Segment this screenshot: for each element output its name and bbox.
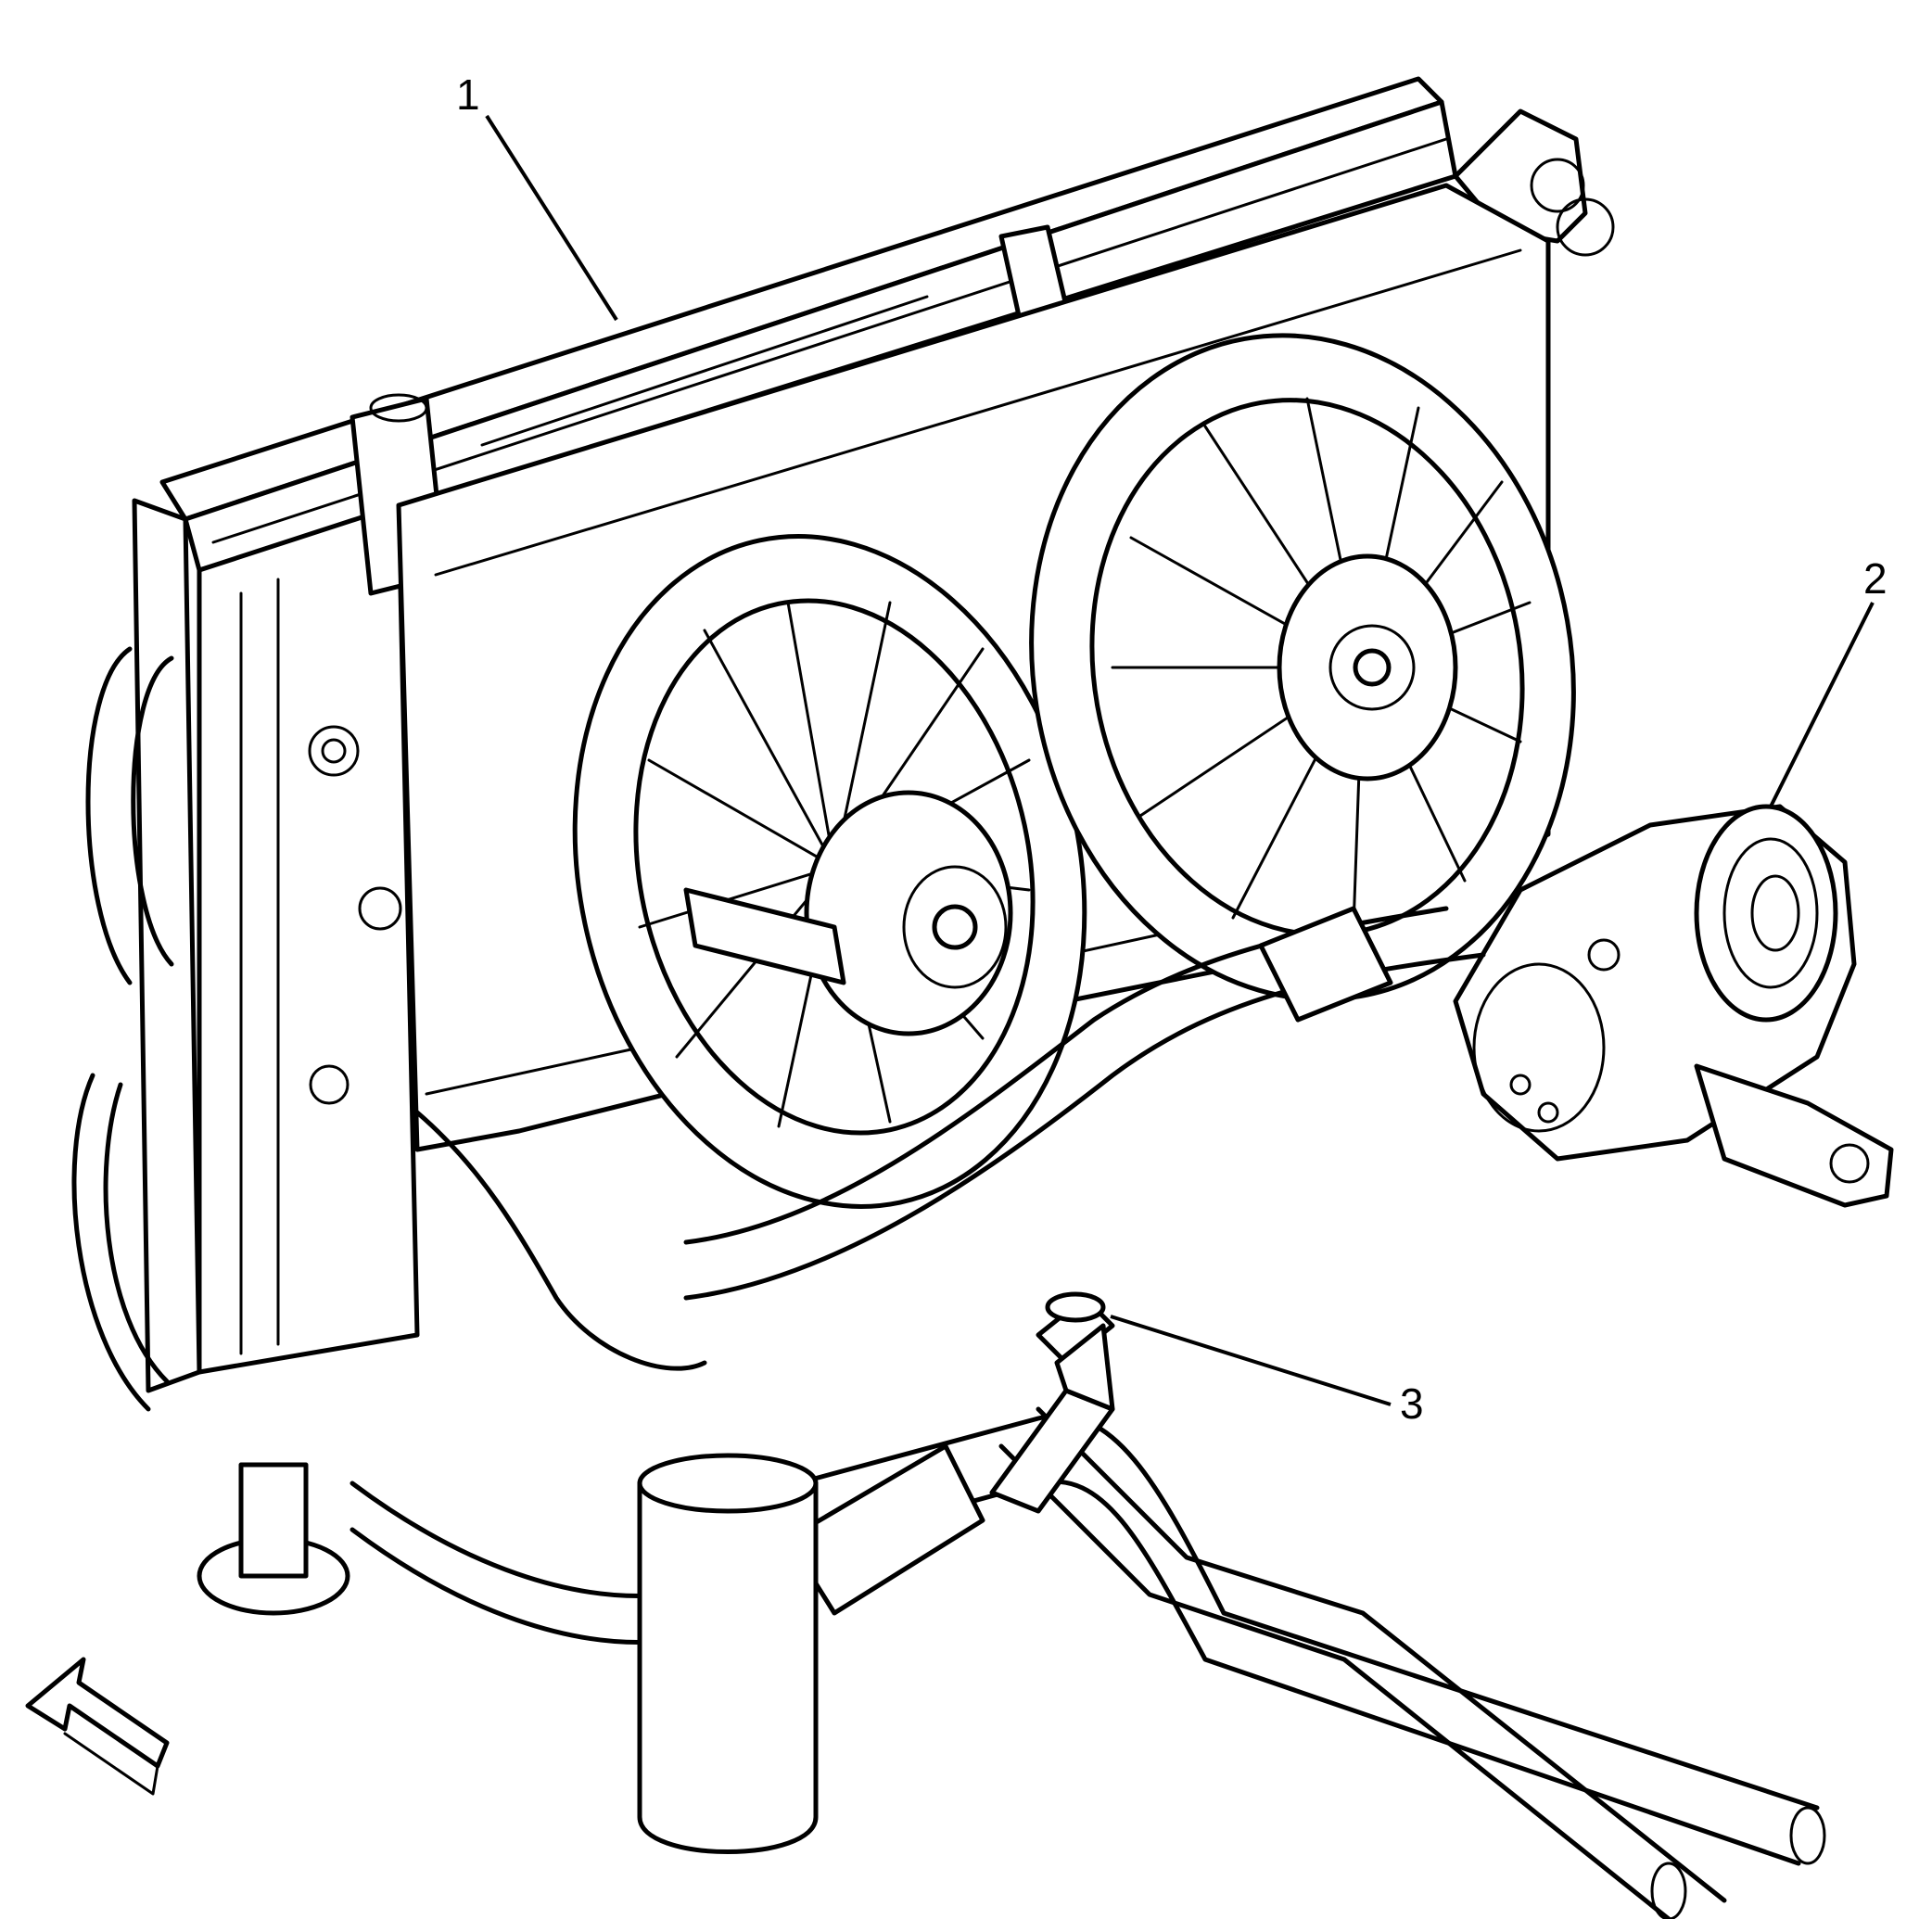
ac-pressure-sensor <box>989 1291 1115 1514</box>
callout-1-label: 1 <box>456 70 480 119</box>
callout-2-label: 2 <box>1863 554 1888 603</box>
callout-1: 1 <box>456 70 618 322</box>
callout-3-label: 3 <box>1400 1379 1424 1428</box>
radiator-condenser-assembly <box>132 76 1615 1393</box>
callout-2: 2 <box>1769 554 1888 807</box>
right-cooling-fan <box>1029 333 1576 1002</box>
refrigerant-lines <box>71 646 1826 1919</box>
front-direction-arrow-icon <box>25 1657 170 1796</box>
lower-mount-fitting <box>197 1462 350 1616</box>
receiver-dryer <box>637 1453 819 1854</box>
left-cooling-fan <box>572 534 1087 1209</box>
callout-3: 3 <box>1110 1315 1424 1428</box>
ac-compressor <box>1453 804 1894 1208</box>
